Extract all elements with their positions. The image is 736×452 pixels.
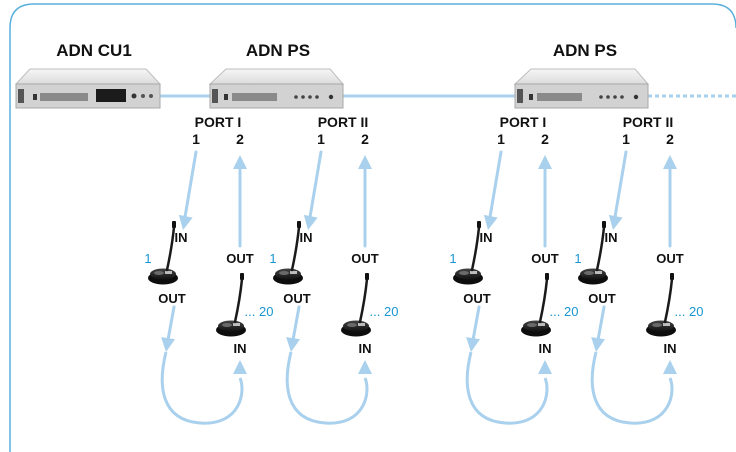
mic-in-label: IN xyxy=(359,341,372,356)
first-microphone-icon xyxy=(578,221,608,285)
port-pin-2-label: 2 xyxy=(236,131,244,147)
port-label: PORT II xyxy=(318,114,369,130)
port-pin-1-label: 1 xyxy=(622,131,630,147)
cable-line xyxy=(308,150,323,219)
flow-arrow-icon xyxy=(538,155,552,169)
adn-ps-unit-1 xyxy=(208,68,345,109)
cable-line xyxy=(183,150,198,219)
last-mic-index: ... 20 xyxy=(550,304,579,319)
cable-line xyxy=(166,305,176,342)
flow-arrow-icon xyxy=(608,214,623,230)
last-microphone-icon xyxy=(216,273,246,337)
flow-arrow-icon xyxy=(466,337,480,352)
last-mic-index: ... 20 xyxy=(245,304,274,319)
last-microphone-icon xyxy=(646,273,676,337)
last-microphone-icon xyxy=(341,273,371,337)
loop-cable xyxy=(590,351,674,425)
port-label: PORT I xyxy=(500,114,547,130)
flow-arrow-icon xyxy=(233,155,247,169)
mic-in-label: IN xyxy=(539,341,552,356)
first-mic-index: 1 xyxy=(449,251,456,266)
ps2-label: ADN PS xyxy=(553,41,617,60)
port-pin-1-label: 1 xyxy=(192,131,200,147)
flow-arrow-icon xyxy=(663,360,677,374)
ps1-label: ADN PS xyxy=(246,41,310,60)
port-pin-1-label: 1 xyxy=(497,131,505,147)
flow-arrow-icon xyxy=(178,214,193,230)
mic-out-label: OUT xyxy=(226,251,254,266)
flow-arrow-icon xyxy=(663,155,677,169)
cable-line xyxy=(291,305,301,342)
flow-arrow-icon xyxy=(303,214,318,230)
flow-arrow-icon xyxy=(538,360,552,374)
mic-in-label: IN xyxy=(480,230,493,245)
port-label: PORT II xyxy=(623,114,674,130)
loop-cable xyxy=(465,351,549,425)
mic-out-label: OUT xyxy=(283,291,311,306)
flow-arrow-icon xyxy=(233,360,247,374)
last-mic-index: ... 20 xyxy=(675,304,704,319)
flow-arrow-icon xyxy=(358,360,372,374)
flow-arrow-icon xyxy=(591,337,605,352)
cable-line xyxy=(613,150,628,219)
adn-ps-unit-2 xyxy=(513,68,650,109)
flow-arrow-icon xyxy=(161,337,175,352)
mic-out-label: OUT xyxy=(463,291,491,306)
cu-label: ADN CU1 xyxy=(56,41,132,60)
mic-in-label: IN xyxy=(605,230,618,245)
port-pin-2-label: 2 xyxy=(541,131,549,147)
mic-in-label: IN xyxy=(234,341,247,356)
last-microphone-icon xyxy=(521,273,551,337)
first-microphone-icon xyxy=(273,221,303,285)
flow-arrow-icon xyxy=(286,337,300,352)
port-pin-2-label: 2 xyxy=(666,131,674,147)
flow-arrow-icon xyxy=(358,155,372,169)
mic-out-label: OUT xyxy=(656,251,684,266)
cable-line xyxy=(471,305,481,342)
first-mic-index: 1 xyxy=(269,251,276,266)
last-mic-index: ... 20 xyxy=(370,304,399,319)
mic-in-label: IN xyxy=(664,341,677,356)
port-label: PORT I xyxy=(195,114,242,130)
port-pin-2-label: 2 xyxy=(361,131,369,147)
first-microphone-icon xyxy=(453,221,483,285)
cable-line xyxy=(488,150,503,219)
frame-border xyxy=(9,3,736,452)
mic-in-label: IN xyxy=(175,230,188,245)
loop-cable xyxy=(285,351,369,425)
first-microphone-icon xyxy=(148,221,178,285)
adn-cu1-unit xyxy=(14,68,162,109)
mic-out-label: OUT xyxy=(588,291,616,306)
mic-out-label: OUT xyxy=(351,251,379,266)
mic-in-label: IN xyxy=(300,230,313,245)
flow-arrow-icon xyxy=(483,214,498,230)
port-pin-1-label: 1 xyxy=(317,131,325,147)
mic-out-label: OUT xyxy=(531,251,559,266)
cable-line xyxy=(596,305,606,342)
loop-cable xyxy=(160,351,244,425)
first-mic-index: 1 xyxy=(574,251,581,266)
first-mic-index: 1 xyxy=(144,251,151,266)
mic-out-label: OUT xyxy=(158,291,186,306)
